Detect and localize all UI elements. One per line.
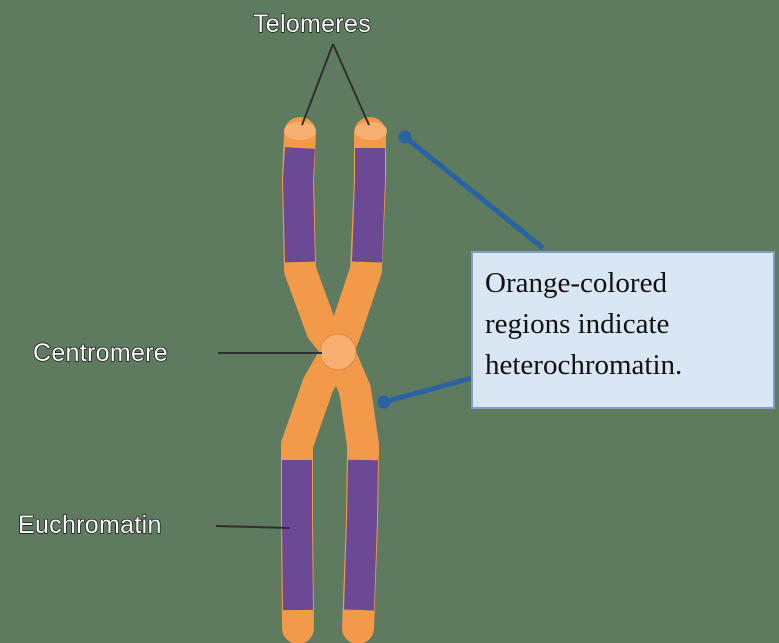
- centromere-label: Centromere: [33, 339, 168, 368]
- euchromatin-leader: [216, 526, 290, 528]
- callout-pointer-top: [405, 137, 543, 248]
- telomeres-leader-right: [333, 44, 369, 125]
- euchromatin-label: Euchromatin: [18, 511, 162, 540]
- callout-text: Orange-colored regions indicate heteroch…: [485, 263, 761, 386]
- heterochromatin-callout-box: Orange-colored regions indicate heteroch…: [471, 251, 775, 409]
- centromere-knob: [320, 334, 356, 370]
- right-chromatid-euchromatin-lower: [359, 460, 363, 610]
- callout-pointer-bottom-dot: [380, 398, 388, 406]
- left-telomere-cap: [284, 122, 316, 140]
- right-chromatid-euchromatin-upper: [367, 148, 370, 262]
- telomeres-label: Telomeres: [253, 10, 371, 39]
- callout-pointer-top-dot: [401, 133, 409, 141]
- left-chromatid: [297, 133, 338, 628]
- telomeres-leader-left: [302, 44, 333, 125]
- left-chromatid-euchromatin-lower: [297, 460, 298, 610]
- left-chromatid-euchromatin-upper: [298, 148, 300, 262]
- callout-pointer-bottom: [384, 378, 472, 402]
- right-telomere-cap: [355, 122, 387, 140]
- right-chromatid: [338, 133, 370, 628]
